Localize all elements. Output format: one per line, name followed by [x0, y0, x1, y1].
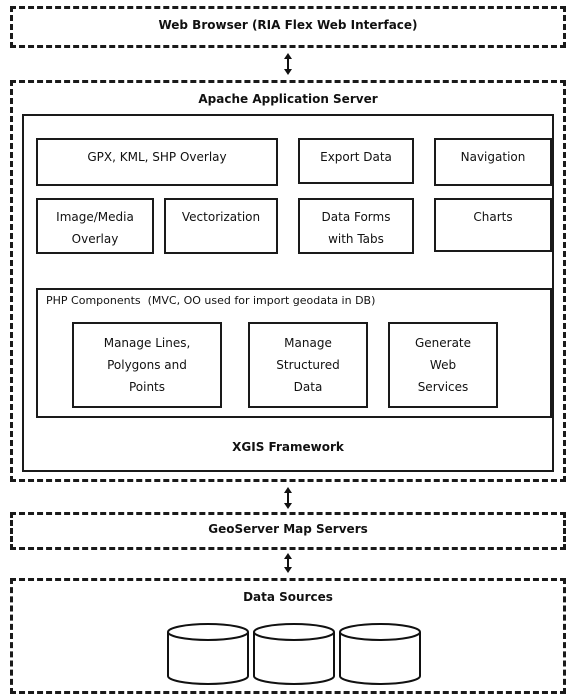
apache-app-server-box: [10, 80, 566, 482]
database-icon: [252, 622, 336, 686]
apache-app-server-label: Apache Application Server: [198, 92, 378, 106]
web-browser-box: [10, 6, 566, 48]
data-forms-with-tabs-module: Data Forms with Tabs: [298, 198, 414, 254]
double-arrow-icon: [283, 486, 293, 510]
vectorization-module: Vectorization: [164, 198, 278, 254]
gpx-kml-shp-overlay-module: GPX, KML, SHP Overlay: [36, 138, 278, 186]
geoserver-map-servers-label: GeoServer Map Servers: [208, 522, 368, 536]
data-sources-box: [10, 578, 566, 694]
double-arrow-icon: [283, 552, 293, 574]
php-components-label: PHP Components (MVC, OO used for import …: [46, 294, 376, 307]
charts-module: Charts: [434, 198, 552, 252]
manage-lines-polygons-points-component: Manage Lines, Polygons and Points: [72, 322, 222, 408]
export-data-module: Export Data: [298, 138, 414, 184]
double-arrow-icon: [283, 52, 293, 76]
generate-web-services-component: Generate Web Services: [388, 322, 498, 408]
manage-structured-data-component: Manage Structured Data: [248, 322, 368, 408]
web-browser-label: Web Browser (RIA Flex Web Interface): [158, 18, 418, 32]
data-sources-label: Data Sources: [243, 590, 333, 604]
xgis-framework-label: XGIS Framework: [232, 440, 344, 454]
image-media-overlay-module: Image/Media Overlay: [36, 198, 154, 254]
geoserver-map-servers-box: [10, 512, 566, 550]
database-icon: [166, 622, 250, 686]
navigation-module: Navigation: [434, 138, 552, 186]
database-icon: [338, 622, 422, 686]
